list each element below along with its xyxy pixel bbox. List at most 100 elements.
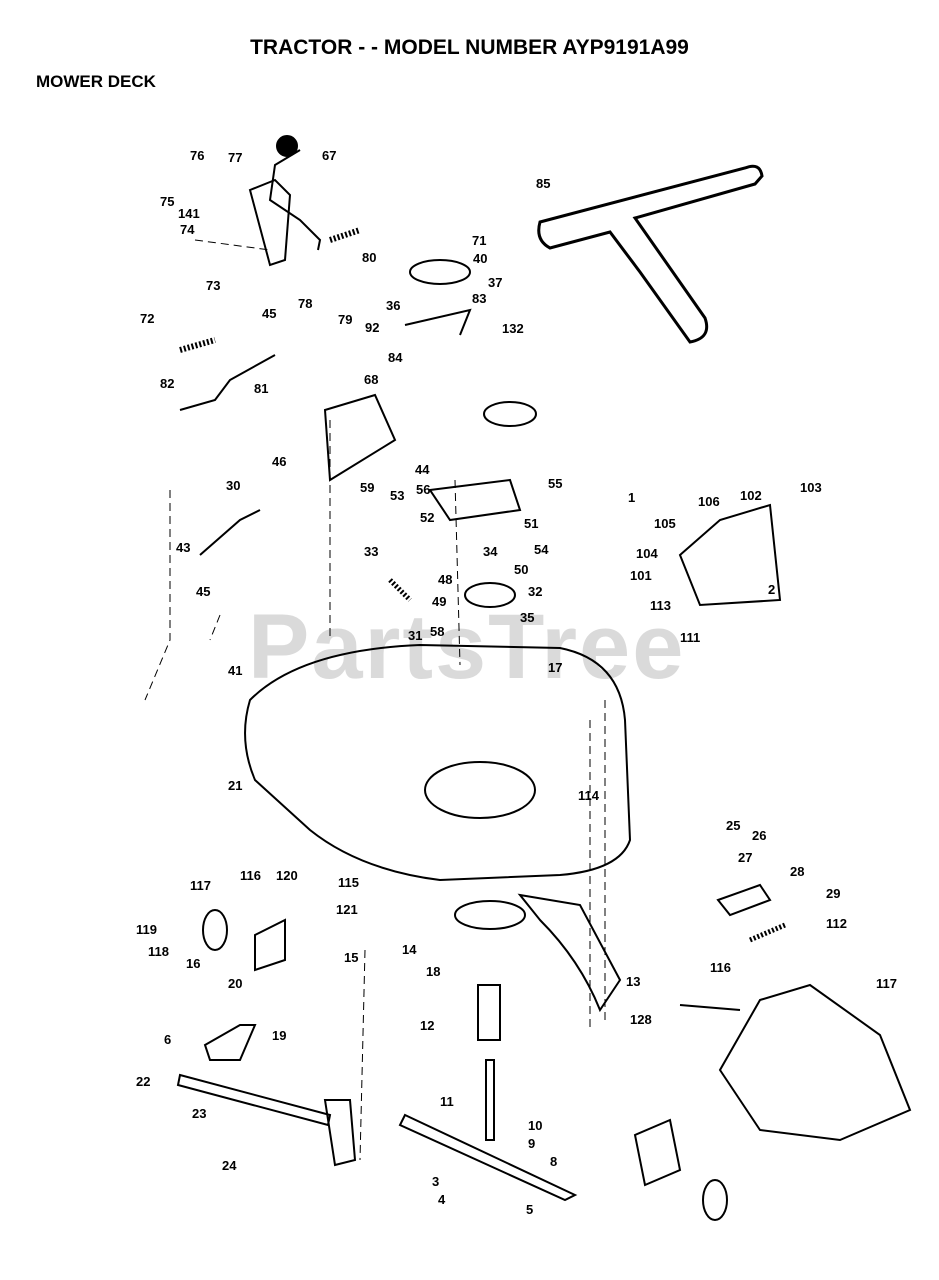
spindle-shaft-13 [485,1059,495,1141]
callout-19: 19 [272,1028,286,1043]
mower-deck-1 [244,643,632,882]
callout-13: 13 [626,974,640,989]
callout-132: 132 [502,321,524,336]
callout-23: 23 [192,1106,206,1121]
callout-82: 82 [160,376,174,391]
callout-50: 50 [514,562,528,577]
callout-49: 49 [432,594,446,609]
callout-103: 103 [800,480,822,495]
callout-28: 28 [790,864,804,879]
callout-83: 83 [472,291,486,306]
watermark: PartsTree [248,596,686,698]
wheel-bracket-111 [254,918,286,972]
gauge-wheel-117b [702,1179,728,1221]
spring-72 [179,337,216,353]
callout-37: 37 [488,275,502,290]
callout-4: 4 [438,1192,446,1207]
callout-6: 6 [164,1032,171,1047]
lift-lever-67 [268,149,322,251]
bracket-23 [716,883,772,917]
callout-21: 21 [228,778,242,793]
page-title: TRACTOR - - MODEL NUMBER AYP9191A99 [250,36,689,59]
discharge-chute-27 [718,983,912,1142]
callout-104: 104 [636,546,658,561]
callout-116: 116 [240,868,261,883]
callout-41: 41 [228,663,242,678]
callout-58: 58 [430,624,444,639]
belt-cover-101 [678,503,782,607]
callout-52: 52 [420,510,434,525]
callout-84: 84 [388,350,403,365]
section-title: MOWER DECK [36,72,156,91]
callout-25: 25 [726,818,740,833]
deflector-arm-20 [517,893,622,1013]
callout-67: 67 [322,148,336,163]
callout-111: 111 [680,630,700,645]
callout-74: 74 [180,222,195,237]
belt-68 [537,164,764,344]
callout-113: 113 [650,598,671,613]
callout-51: 51 [524,516,538,531]
callout-8: 8 [550,1154,557,1169]
callout-32: 32 [528,584,542,599]
lever-knob [276,135,298,157]
callout-9: 9 [528,1136,535,1151]
callout-11: 11 [440,1094,454,1109]
rod-71 [179,354,276,411]
rod-43 [199,509,261,556]
callout-119: 119 [136,922,157,937]
callout-81: 81 [254,381,268,396]
belt-guide-44 [323,393,397,482]
callout-59: 59 [360,480,374,495]
callout-43: 43 [176,540,190,555]
callout-55: 55 [548,476,562,491]
callout-36: 36 [386,298,400,313]
callout-75: 75 [160,194,174,209]
callout-3: 3 [432,1174,439,1189]
callout-128: 128 [630,1012,652,1027]
callout-24: 24 [222,1158,237,1173]
spring-25 [749,922,786,943]
hanger-3 [203,1024,257,1061]
callout-48: 48 [438,572,452,587]
gauge-wheel-117a [202,909,228,951]
callout-121: 121 [336,902,358,917]
callout-34: 34 [483,544,498,559]
callout-26: 26 [752,828,766,843]
callout-101: 101 [630,568,652,583]
callout-141: 141 [178,206,200,221]
callout-18: 18 [426,964,440,979]
callout-112: 112 [826,916,847,931]
callout-56: 56 [416,482,430,497]
callout-10: 10 [528,1118,542,1133]
idler-arm-55 [428,478,522,522]
callout-85: 85 [536,176,550,191]
callout-78: 78 [298,296,312,311]
callout-117: 117 [876,976,897,991]
callout-45: 45 [196,584,210,599]
callout-102: 102 [740,488,762,503]
hanger-4 [323,1099,357,1167]
callout-40: 40 [473,251,487,266]
lever-bracket-73 [248,178,292,267]
callout-106: 106 [698,494,720,509]
callout-77: 77 [228,150,242,165]
callout-22: 22 [136,1074,150,1089]
callout-12: 12 [420,1018,434,1033]
callout-1: 1 [628,490,635,505]
callout-76: 76 [190,148,204,163]
callout-30: 30 [226,478,240,493]
callout-54: 54 [534,542,549,557]
callout-105: 105 [654,516,676,531]
callout-45: 45 [262,306,276,321]
callout-116: 116 [710,960,731,975]
spring-58 [388,578,412,602]
callout-5: 5 [526,1202,533,1217]
callout-92: 92 [365,320,379,335]
callout-29: 29 [826,886,840,901]
callout-44: 44 [415,462,430,477]
callout-14: 14 [402,942,417,957]
callout-33: 33 [364,544,378,559]
